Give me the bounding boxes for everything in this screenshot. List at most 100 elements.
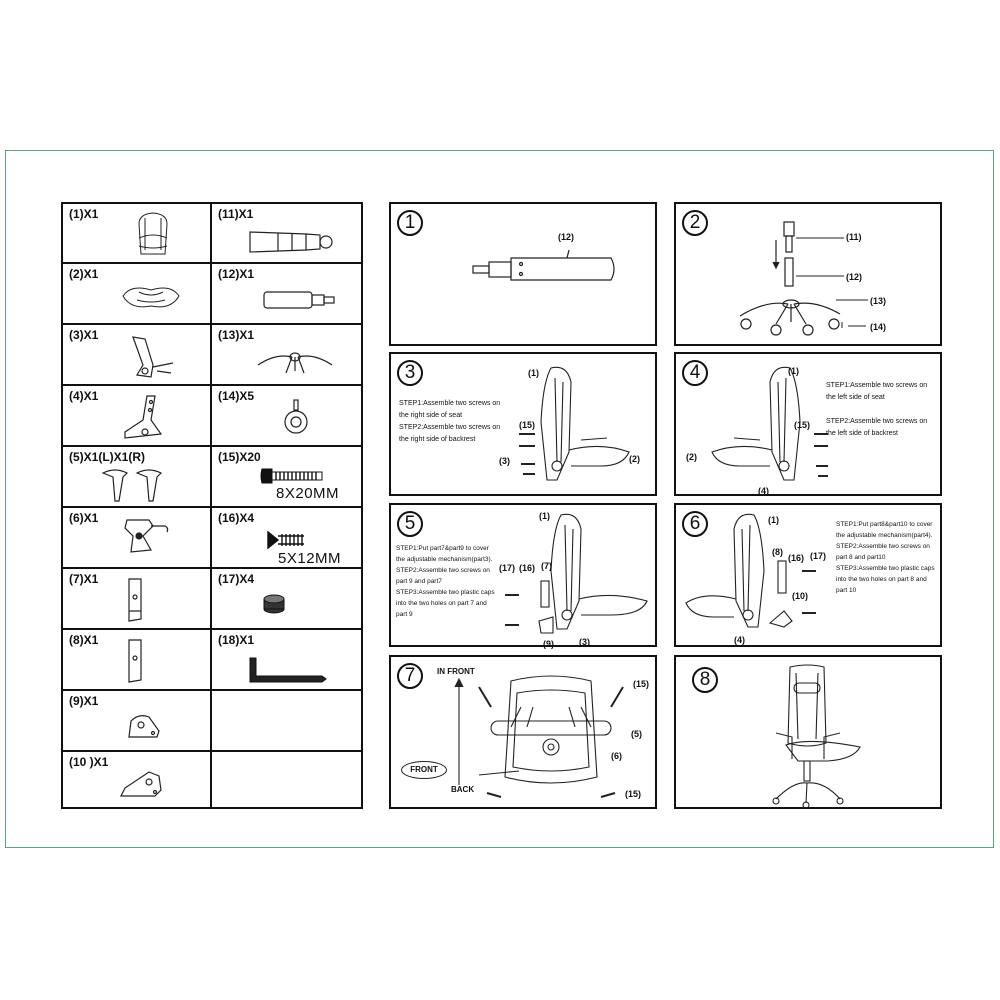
instruction-line: the right side of seat bbox=[399, 412, 463, 419]
part-cell: (5)X1(L)X1(R) bbox=[63, 447, 211, 506]
instruction-line: STEP3:Assemble two plastic caps bbox=[836, 565, 935, 572]
table-divider bbox=[63, 750, 361, 752]
part-cell: (1)X1 bbox=[63, 204, 211, 262]
side-cover-9-icon bbox=[128, 715, 160, 738]
step-7-panel: 7 IN FRONT BACK FRONT (15) (5) (6) (15) bbox=[389, 655, 657, 809]
part-label: (13)X1 bbox=[218, 328, 255, 342]
callout: (15) bbox=[633, 679, 650, 689]
instruction-line: STEP2:Assemble two screws on bbox=[399, 424, 501, 431]
instruction-line: into the two holes on part 8 and bbox=[836, 576, 927, 583]
part-label: (9)X1 bbox=[69, 694, 99, 708]
callout: (1) bbox=[768, 515, 779, 525]
instructions: STEP1:Put part8&part10 to cover the adju… bbox=[836, 519, 935, 596]
part-cell: (17)X4 bbox=[212, 569, 360, 628]
instructions: STEP1:Put part7&part9 to cover the adjus… bbox=[396, 543, 495, 620]
callout: (10) bbox=[792, 591, 809, 601]
part-label: (7)X1 bbox=[69, 572, 99, 586]
step-number: 6 bbox=[682, 511, 708, 537]
side-cover-10-icon bbox=[120, 771, 162, 797]
chair-side-view-icon bbox=[519, 366, 630, 481]
instruction-line: part 9 and part7 bbox=[396, 578, 442, 585]
part-cell: (2)X1 bbox=[63, 264, 211, 323]
screw-icon bbox=[260, 468, 323, 484]
callout: (15) bbox=[794, 420, 811, 430]
plastic-cap-icon bbox=[263, 594, 285, 614]
back-label: BACK bbox=[451, 785, 475, 794]
instruction-line: the right side of backrest bbox=[399, 436, 476, 443]
part-cell: (9)X1 bbox=[63, 691, 211, 750]
part-cell: (10 )X1 bbox=[63, 752, 211, 809]
small-screw-icon bbox=[267, 530, 304, 550]
callout: (5) bbox=[631, 729, 642, 739]
instructions: STEP1:Assemble two screws on the right s… bbox=[399, 398, 500, 446]
step-6-panel: 6 STEP1:Put part8&part10 to cover the ad… bbox=[674, 503, 942, 647]
part-cell: (11)X1 bbox=[212, 204, 360, 262]
caster-wheel-icon bbox=[284, 399, 308, 434]
step-number: 2 bbox=[682, 210, 708, 236]
part-label: (15)X20 bbox=[218, 450, 261, 464]
callout: (9) bbox=[543, 639, 554, 649]
table-divider bbox=[63, 567, 361, 569]
instruction-line: STEP1:Assemble two screws on bbox=[399, 400, 501, 407]
parts-list-table: (1)X1 (11)X1 (2)X1 (12)X1 (3)X1 (13)X1 bbox=[61, 202, 363, 809]
callout: (12) bbox=[558, 232, 575, 242]
part-label: (14)X5 bbox=[218, 389, 255, 403]
step-number: 8 bbox=[692, 667, 718, 693]
part-cell: (16)X4 5X12MM bbox=[212, 508, 360, 567]
gas-lift-icon bbox=[263, 291, 335, 309]
table-divider bbox=[63, 628, 361, 630]
step-number: 1 bbox=[397, 210, 423, 236]
callout: (13) bbox=[870, 296, 887, 306]
table-divider bbox=[63, 506, 361, 508]
instruction-line: part 9 bbox=[396, 611, 413, 618]
part-cell: (14)X5 bbox=[212, 386, 360, 445]
table-divider bbox=[63, 445, 361, 447]
callout: (1) bbox=[539, 511, 550, 521]
part-label: (2)X1 bbox=[69, 267, 99, 281]
callout: (3) bbox=[499, 456, 510, 466]
cover-plate-7-icon bbox=[128, 578, 142, 622]
part-cell: (7)X1 bbox=[63, 569, 211, 628]
instruction-line: STEP3:Assemble two plastic caps bbox=[396, 589, 495, 596]
part-cell: (3)X1 bbox=[63, 325, 211, 384]
seat-cushion-icon bbox=[122, 287, 180, 308]
step-1-panel: 1 (12) bbox=[389, 202, 657, 346]
callout: (4) bbox=[734, 635, 745, 645]
table-divider bbox=[63, 384, 361, 386]
part-label: (17)X4 bbox=[218, 572, 255, 586]
instruction-line: part 10 bbox=[836, 587, 857, 594]
instruction-line: the left side of seat bbox=[826, 394, 885, 401]
part-cell: (4)X1 bbox=[63, 386, 211, 445]
part-label: (18)X1 bbox=[218, 633, 255, 647]
table-divider bbox=[63, 262, 361, 264]
tilt-mechanism-icon bbox=[124, 519, 169, 553]
callout: (1) bbox=[788, 366, 799, 376]
step-number: 7 bbox=[397, 663, 423, 689]
part-label: (11)X1 bbox=[218, 207, 254, 221]
callout: (4) bbox=[758, 486, 769, 496]
part-cell bbox=[212, 752, 360, 809]
part-label: (16)X4 bbox=[218, 511, 255, 525]
gas-lift-cover-icon bbox=[249, 231, 333, 253]
underside-view-icon bbox=[454, 675, 624, 798]
part-label: (3)X1 bbox=[69, 328, 99, 342]
instruction-line: STEP1:Assemble two screws on bbox=[826, 382, 928, 389]
callout: (14) bbox=[870, 322, 887, 332]
instruction-line: STEP2:Assemble two screws on bbox=[836, 543, 930, 550]
screw-dimension: 5X12MM bbox=[278, 550, 342, 567]
callout: (15) bbox=[519, 420, 536, 430]
callout: (16) bbox=[788, 553, 805, 563]
part-label: (5)X1(L)X1(R) bbox=[69, 450, 146, 464]
part-cell: (12)X1 bbox=[212, 264, 360, 323]
callout: (15) bbox=[625, 789, 642, 799]
callout: (11) bbox=[846, 232, 862, 242]
backrest-bracket-icon bbox=[124, 395, 163, 439]
step-8-panel: 8 bbox=[674, 655, 942, 809]
step-3-panel: 3 STEP1:Assemble two screws on the right… bbox=[389, 352, 657, 496]
part-label: (8)X1 bbox=[69, 633, 99, 647]
callout: (2) bbox=[629, 454, 640, 464]
instruction-line: STEP1:Put part8&part10 to cover bbox=[836, 521, 933, 528]
step-2-panel: 2 (11) (12) (13) (14) bbox=[674, 202, 942, 346]
recline-bracket-icon bbox=[132, 336, 174, 378]
chair-side-view-icon bbox=[685, 513, 816, 628]
